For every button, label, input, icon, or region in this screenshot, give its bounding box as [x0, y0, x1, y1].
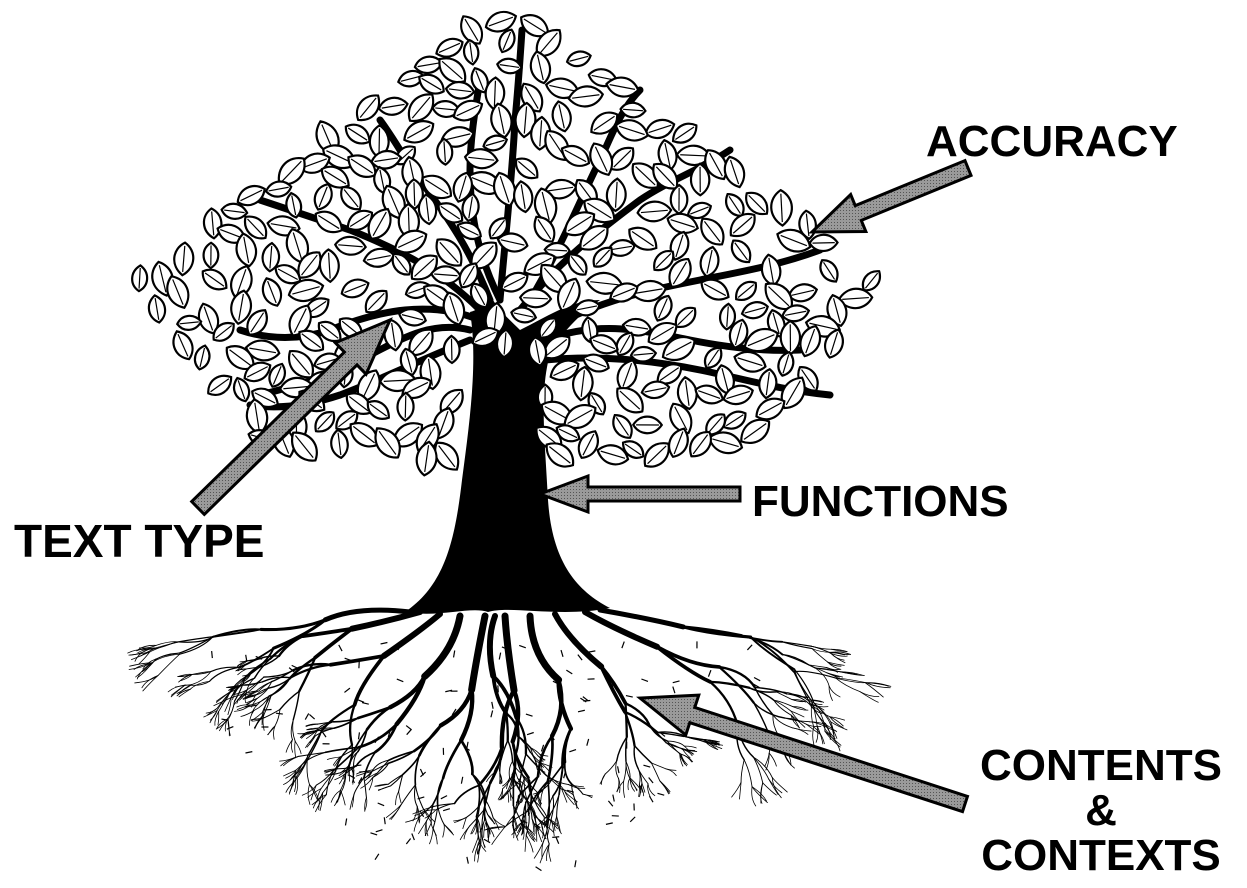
contents-arrow	[640, 695, 967, 812]
contexts-label: CONTEXTS	[962, 834, 1240, 879]
functions-arrow	[540, 476, 740, 512]
accuracy-arrow	[812, 161, 971, 232]
contents-label: CONTENTS	[962, 744, 1240, 789]
contents-contexts-label: CONTENTS & CONTEXTS	[962, 744, 1240, 879]
accuracy-label: ACCURACY	[926, 120, 1178, 164]
functions-label: FUNCTIONS	[752, 480, 1009, 524]
text-type-label: TEXT TYPE	[14, 518, 264, 564]
ampersand-label: &	[962, 789, 1240, 834]
text-type-arrow	[192, 320, 390, 514]
